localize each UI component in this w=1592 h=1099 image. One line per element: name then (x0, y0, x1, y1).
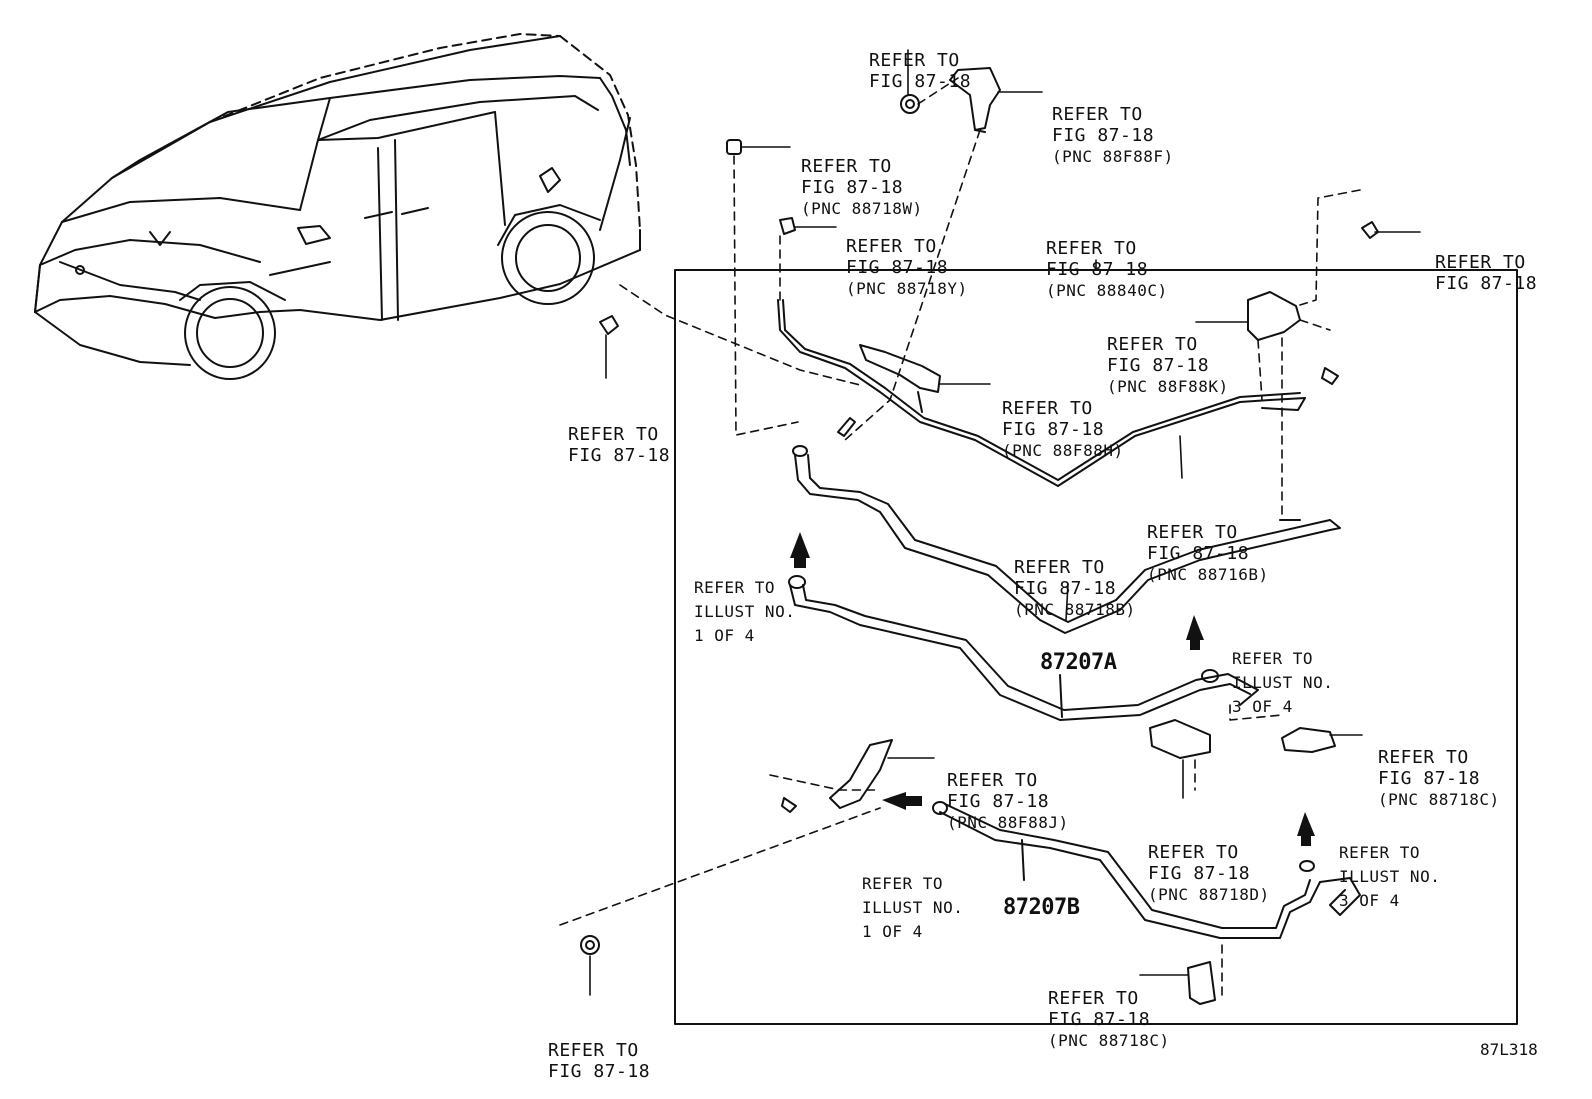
clip-88718w (726, 139, 742, 155)
clip-88718c-right (1281, 727, 1336, 753)
illustration-code: 87L318 (1480, 1040, 1538, 1059)
small-pipe-upper (777, 299, 1306, 487)
bolt-right (1321, 367, 1339, 385)
part-number-87207b: 87207B (1003, 895, 1080, 920)
bolt-upper (837, 417, 856, 437)
direction-arrows (790, 532, 1315, 846)
large-pipe-88718b (792, 445, 1341, 634)
clip-left-outside (599, 315, 619, 335)
vehicle-illustration (34, 33, 641, 380)
clip-right-top (1361, 221, 1379, 239)
pipe-87207b (932, 801, 1361, 939)
leader-lines (589, 49, 1421, 996)
bracket-88f88k (1247, 291, 1301, 341)
dashed-guide-lines (559, 77, 1361, 996)
bracket-88f88j (829, 739, 893, 809)
bracket-88f88h (859, 344, 941, 413)
part-number-87207a: 87207A (1040, 650, 1117, 675)
clip-88718c-bottom (1187, 961, 1216, 1005)
clip-88718y (779, 217, 796, 235)
clip-88718d (1149, 719, 1211, 759)
nut-bottom-left (580, 935, 600, 955)
pipe-87207a (788, 575, 1259, 721)
bolt-lower-left (781, 797, 797, 813)
